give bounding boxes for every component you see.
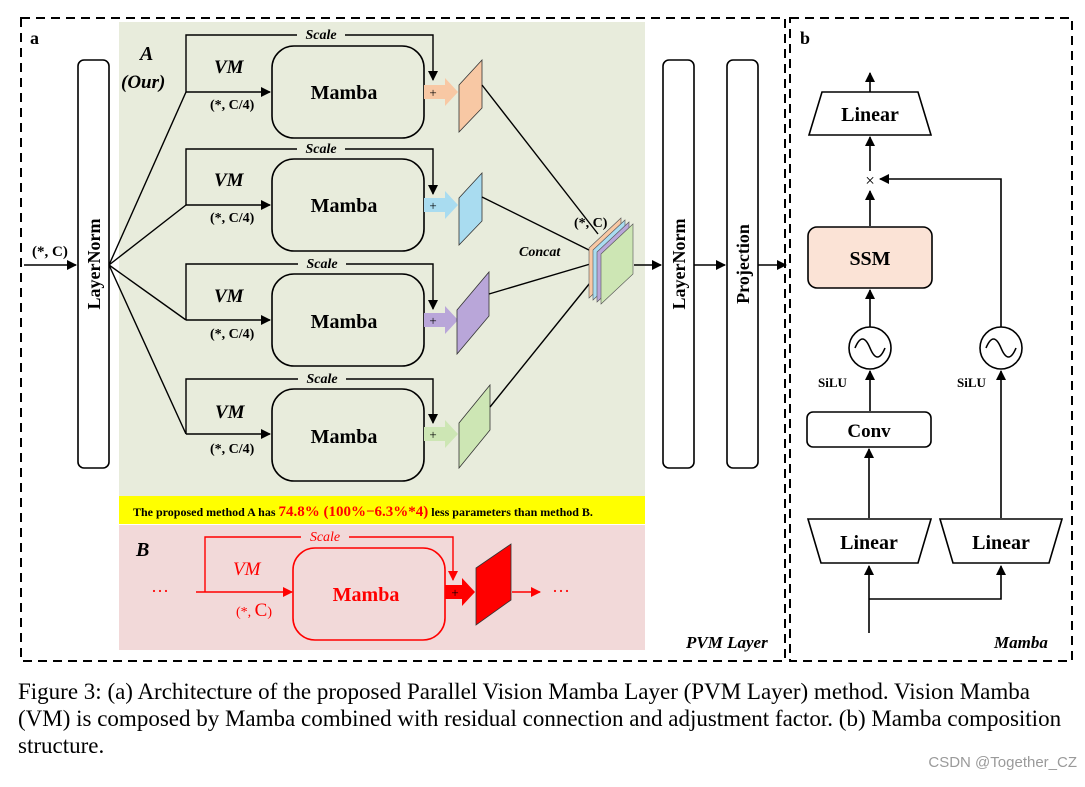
panel-a-label: a	[30, 28, 39, 48]
linear-top-box	[807, 91, 933, 136]
panel-a-footer: PVM Layer	[685, 633, 768, 652]
method-b-ellipsis-out: ···	[552, 581, 570, 601]
conv-box	[806, 411, 932, 448]
ssm-box	[807, 226, 933, 289]
multiply-node: ×	[865, 171, 875, 190]
comparison-banner-bg	[119, 496, 645, 524]
method-b-title: B	[135, 539, 149, 561]
method-b-vm-label: VM	[233, 559, 262, 580]
panel-b-label: b	[800, 28, 810, 48]
ssm-label: SSM	[849, 248, 890, 270]
silu-left-label: SiLU	[818, 375, 848, 390]
method-b-plus-sign: +	[451, 585, 458, 600]
branch-2-plus-sign: +	[429, 198, 436, 213]
branch-2-scale-label: Scale	[305, 142, 336, 157]
method-b: B ··· Scale VM (*, C) Mamba + ···	[135, 530, 570, 641]
branch-3-shape-label: (*, C/4)	[210, 327, 255, 342]
linear-bottom-right-label: Linear	[972, 532, 1030, 554]
branch-4-vm-label: VM	[215, 402, 246, 423]
branch-3-mamba-label: Mamba	[311, 311, 378, 333]
branch-4-mamba-label: Mamba	[311, 426, 378, 448]
silu-right-wave-icon	[985, 338, 1017, 358]
branch-1-mamba-label: Mamba	[311, 82, 378, 104]
method-a-title: A	[138, 43, 153, 65]
branch-2-vm-label: VM	[214, 170, 245, 191]
comparison-banner: The proposed method A has 74.8% (100%−6.…	[133, 504, 593, 520]
linear-bottom-left-box	[806, 518, 933, 564]
conv-label: Conv	[847, 421, 891, 442]
branch-1-plus-sign: +	[429, 85, 436, 100]
layernorm-left-label: LayerNorm	[84, 219, 104, 310]
layernorm-right-box	[662, 59, 695, 469]
branch-4-output-feature	[458, 383, 491, 470]
branch-3-output-feature	[456, 270, 490, 356]
panel-a-frame	[20, 17, 786, 662]
linear-bottom-right-box	[938, 518, 1064, 564]
concat-label: Concat	[519, 245, 561, 260]
branch-1-vm-label: VM	[214, 57, 245, 78]
branch-3: Scale VM (*, C/4) Mamba +	[185, 257, 490, 367]
branch-4-scale-label: Scale	[306, 372, 337, 387]
linear-top-label: Linear	[841, 104, 899, 126]
branch-3-plus-sign: +	[429, 313, 436, 328]
branch-2: Scale VM (*, C/4) Mamba +	[185, 142, 483, 252]
branch-1: Scale VM (*, C/4) Mamba +	[185, 28, 483, 139]
branch-2-shape-label: (*, C/4)	[210, 211, 255, 226]
panel-b-footer: Mamba	[993, 633, 1048, 652]
method-b-output-feature	[475, 543, 512, 626]
figure-diagram: a A (Our) (*, C) LayerNorm Scale VM (*, …	[20, 17, 1073, 662]
branch-3-vm-label: VM	[214, 286, 245, 307]
branch-4: Scale VM (*, C/4) Mamba +	[185, 372, 491, 482]
method-b-shape-label: (*, C)	[236, 600, 272, 621]
branch-3-scale-label: Scale	[306, 257, 337, 272]
branch-2-mamba-label: Mamba	[311, 195, 378, 217]
concat-shape-label: (*, C)	[574, 216, 608, 231]
branch-1-output-feature	[458, 58, 483, 133]
branch-1-scale-label: Scale	[305, 28, 336, 43]
method-a-subtitle: (Our)	[121, 72, 165, 93]
linear-bottom-left-label: Linear	[840, 532, 898, 554]
method-b-mamba-label: Mamba	[333, 584, 400, 606]
branch-4-plus-sign: +	[429, 427, 436, 442]
branch-4-shape-label: (*, C/4)	[210, 442, 255, 457]
input-shape-label: (*, C)	[32, 244, 68, 260]
layernorm-right-label: LayerNorm	[669, 219, 689, 310]
concat-feature-stack	[588, 217, 634, 305]
method-b-ellipsis-in: ···	[151, 581, 169, 601]
silu-left-wave-icon	[854, 338, 886, 358]
method-b-scale-label: Scale	[310, 530, 340, 545]
figure-caption: Figure 3: (a) Architecture of the propos…	[18, 679, 1062, 758]
watermark: CSDN @Together_CZ	[928, 754, 1077, 771]
projection-label: Projection	[733, 224, 753, 304]
branch-1-shape-label: (*, C/4)	[210, 98, 255, 113]
branch-2-output-feature	[458, 171, 483, 246]
silu-right-label: SiLU	[957, 375, 987, 390]
projection-box	[726, 59, 759, 469]
panel-b-frame	[789, 17, 1073, 662]
